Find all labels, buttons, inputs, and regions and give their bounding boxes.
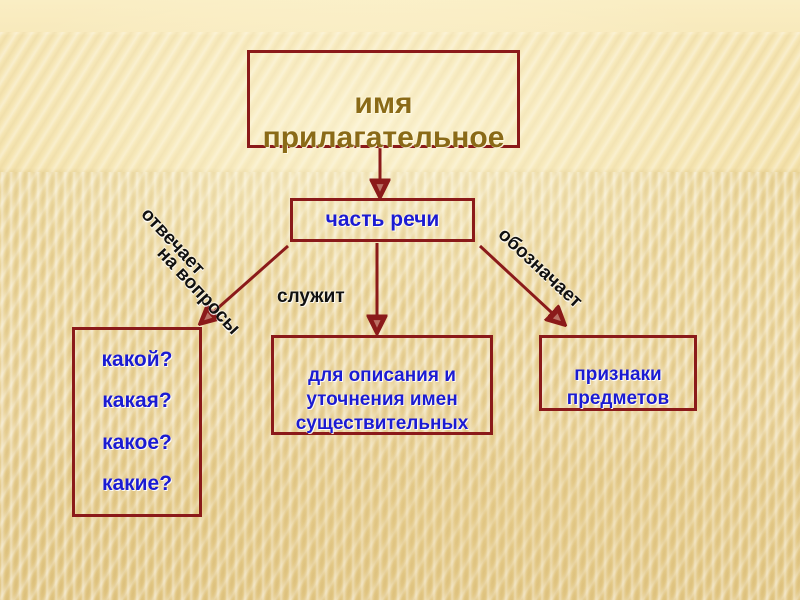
- question-item: какой?: [101, 347, 173, 371]
- questions-box: какой? какая? какое? какие?: [72, 327, 202, 517]
- description-label: для описания и уточнения имен существите…: [295, 364, 469, 435]
- question-item: какая?: [102, 389, 172, 413]
- features-label: признаки предметов: [566, 363, 670, 409]
- title-box-label: имя прилагательное: [262, 87, 505, 154]
- part-of-speech-label: часть речи: [325, 208, 440, 232]
- description-box: для описания и уточнения имен существите…: [271, 335, 493, 435]
- question-item: какие?: [101, 472, 173, 496]
- question-item: какое?: [102, 430, 172, 454]
- features-box: признаки предметов: [539, 335, 697, 411]
- title-box: имя прилагательное: [247, 50, 520, 154]
- part-of-speech-box: часть речи: [290, 198, 475, 242]
- connector-label-serves: служит: [277, 286, 345, 307]
